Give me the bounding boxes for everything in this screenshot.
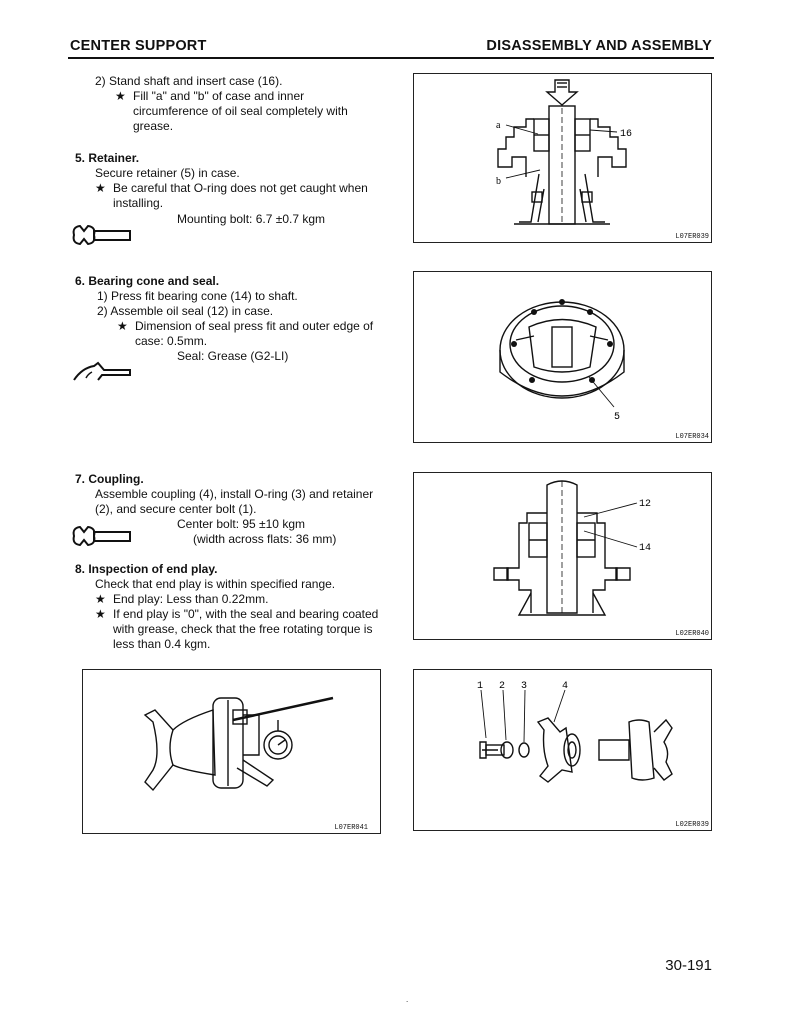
step5-torque: Mounting bolt: 6.7 ±0.7 kgm [177, 212, 326, 226]
step8-title: 8. Inspection of end play. [75, 562, 218, 576]
fig3-label-14: 14 [639, 543, 651, 554]
star-icon: ★ [95, 607, 106, 621]
page-number: 30-191 [665, 957, 712, 974]
step7-torque1: Center bolt: 95 ±10 kgm [177, 517, 305, 531]
fig5-code: L02ER039 [675, 821, 709, 829]
step6-sub1: 1) Press fit bearing cone (14) to shaft. [97, 289, 298, 303]
case-section-drawing: a b 16 [496, 79, 632, 225]
step7-line1: Assemble coupling (4), install O-ring (3… [95, 487, 374, 501]
fig1-code: L07ER039 [675, 233, 709, 241]
figure-bearing-seal-section: 12 14 L02ER040 [413, 472, 712, 640]
figure-retainer-view: 5 L07ER034 [413, 271, 712, 443]
step6-title: 6. Bearing cone and seal. [75, 274, 220, 288]
step7-torque2: (width across flats: 36 mm) [193, 532, 337, 546]
step5-star-note: ★Be careful that O-ring does not get cau… [95, 181, 368, 211]
fig4-code: L07ER041 [334, 824, 368, 832]
figure-coupling-exploded: 1 2 3 4 L02ER039 [413, 669, 712, 831]
step8-line1: Check that end play is within specified … [95, 577, 336, 591]
header-rule [68, 57, 714, 59]
figure-center-support-case: a b 16 L07ER039 [413, 73, 712, 243]
section-title: CENTER SUPPORT [70, 38, 207, 54]
step6-seal: Seal: Grease (G2-LI) [177, 349, 289, 363]
star-icon: ★ [95, 592, 106, 606]
fig2-label-5: 5 [614, 412, 620, 423]
fig1-label-16: 16 [620, 129, 632, 140]
footer-mark: . [406, 995, 409, 1004]
star-icon: ★ [115, 89, 126, 103]
step7-title: 7. Coupling. [75, 472, 144, 486]
star-icon: ★ [117, 319, 128, 333]
step6-star-note: ★Dimension of seal press fit and outer e… [117, 319, 374, 349]
fig3-code: L02ER040 [675, 630, 709, 638]
bearing-seal-drawing: 12 14 [493, 480, 651, 616]
step5-line1: Secure retainer (5) in case. [95, 166, 240, 180]
step4-star-note: ★Fill "a" and "b" of case and inner circ… [115, 89, 348, 134]
grease-gun-icon [73, 361, 131, 381]
fig2-code: L07ER034 [675, 433, 709, 441]
fig5-label-1: 1 [477, 681, 483, 692]
torque-wrench-icon [72, 525, 131, 547]
fig1-label-b: b [496, 176, 501, 187]
torque-wrench-icon [72, 224, 131, 246]
figure-end-play-inspection: L07ER041 [82, 669, 381, 834]
star-icon: ★ [95, 181, 106, 195]
step5-title: 5. Retainer. [75, 151, 140, 165]
step8-star2: ★If end play is "0", with the seal and b… [95, 607, 379, 652]
step7-line2: (2), and secure center bolt (1). [95, 502, 257, 516]
fig3-label-12: 12 [639, 499, 651, 510]
step6-sub2: 2) Assemble oil seal (12) in case. [97, 304, 274, 318]
step4-sub2: 2) Stand shaft and insert case (16). [95, 74, 283, 88]
retainer-drawing: 5 [499, 299, 625, 423]
fig5-label-3: 3 [521, 681, 527, 692]
fig5-label-2: 2 [499, 681, 505, 692]
exploded-parts-drawing: 1 2 3 4 [477, 681, 673, 783]
fig1-label-a: a [496, 120, 501, 131]
dial-gauge-drawing [143, 696, 334, 792]
chapter-title: DISASSEMBLY AND ASSEMBLY [486, 38, 712, 54]
step8-star1: ★End play: Less than 0.22mm. [95, 592, 269, 606]
fig5-label-4: 4 [562, 681, 568, 692]
